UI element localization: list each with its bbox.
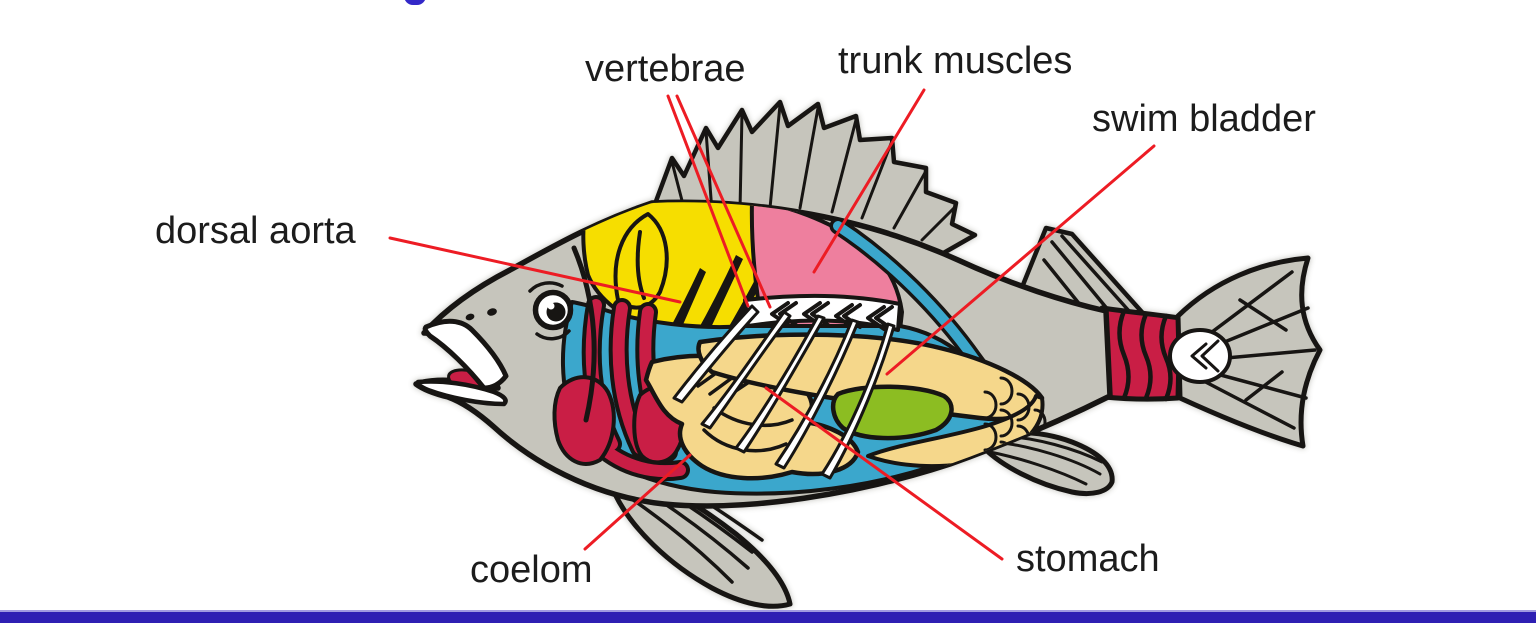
- label-swim-bladder: swim bladder: [1092, 98, 1316, 140]
- leader-stomach: [764, 386, 1004, 561]
- leader-lines: [388, 88, 1156, 561]
- leader-vertebrae-1: [666, 94, 750, 308]
- vertebral-column: [672, 293, 902, 480]
- mouth: [415, 318, 509, 407]
- eye: [528, 281, 574, 341]
- label-vertebrae: vertebrae: [585, 48, 746, 90]
- leader-swim-bladder: [885, 144, 1156, 376]
- label-dorsal-aorta: dorsal aorta: [155, 210, 356, 252]
- leader-trunk-muscles: [812, 88, 926, 274]
- leader-vertebrae-2: [675, 94, 772, 309]
- label-coelom: coelom: [470, 549, 593, 591]
- tail-fin: [1168, 255, 1323, 449]
- lower-lip: [415, 379, 508, 407]
- cropped-title-text-remnant: [404, 0, 426, 5]
- footer-bar: [0, 610, 1536, 623]
- upper-lip: [422, 318, 509, 391]
- fish-body-group: [413, 99, 1323, 609]
- label-trunk-muscles: trunk muscles: [838, 40, 1073, 82]
- label-stomach: stomach: [1016, 538, 1160, 580]
- leader-dorsal-aorta: [388, 236, 682, 304]
- leader-coelom: [583, 453, 692, 551]
- operculum-line: [571, 245, 597, 423]
- nostrils: [465, 308, 497, 321]
